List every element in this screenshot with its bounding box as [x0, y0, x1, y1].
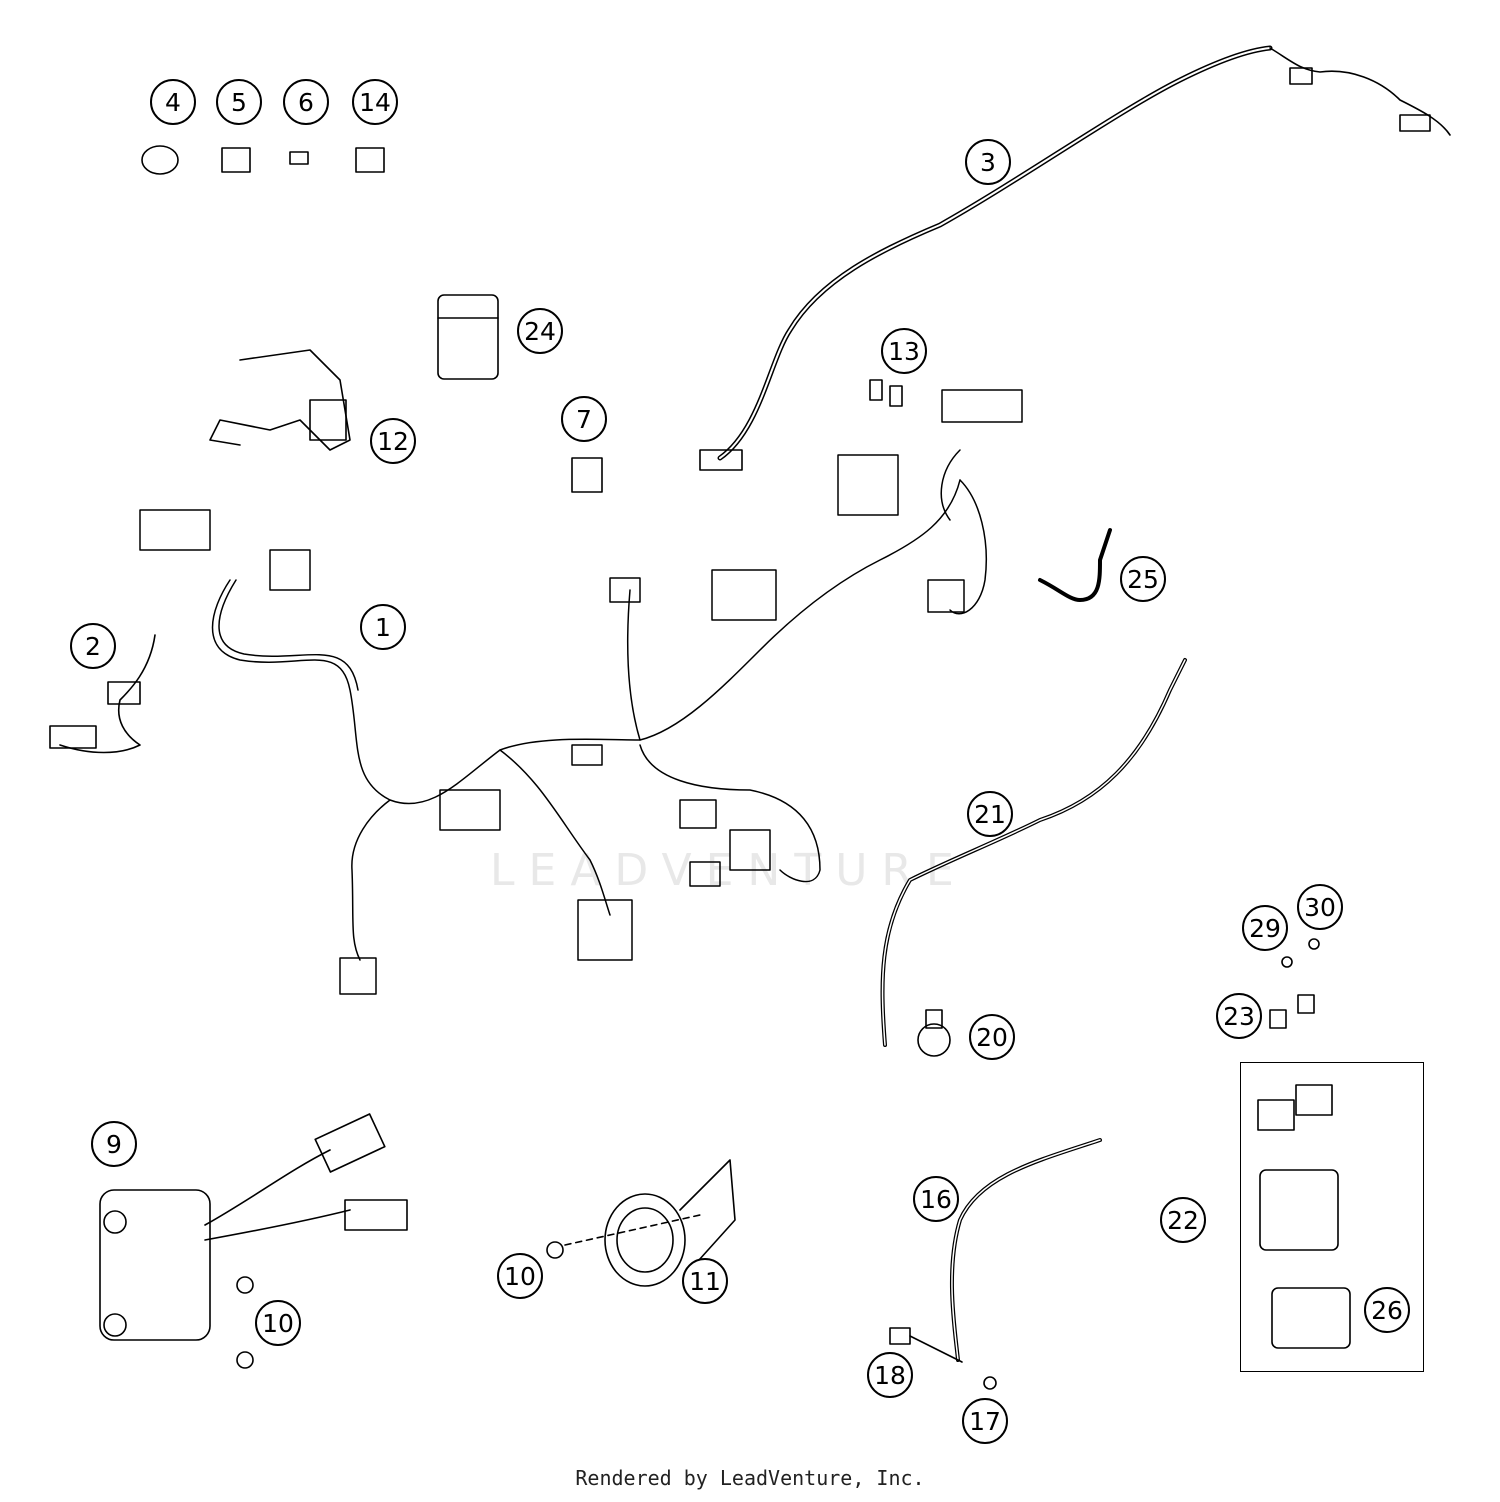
part-24-cover [437, 294, 499, 380]
part-13-terminals [869, 379, 903, 407]
callout-21: 21 [967, 791, 1013, 837]
callout-22: 22 [1160, 1197, 1206, 1243]
part-22-relay-kit [1257, 1084, 1351, 1349]
callout-6: 6 [283, 79, 329, 125]
callout-7: 7 [561, 396, 607, 442]
callout-13: 13 [881, 328, 927, 374]
callout-4: 4 [150, 79, 196, 125]
callout-11: 11 [682, 1258, 728, 1304]
part-9-regulator [99, 1113, 408, 1341]
callout-2: 2 [70, 623, 116, 669]
footer-credit: Rendered by LeadVenture, Inc. [575, 1466, 925, 1490]
callout-16: 16 [913, 1176, 959, 1222]
small-fasteners-top [141, 145, 385, 175]
part-10-bolt [236, 1351, 254, 1369]
callout-1: 1 [360, 604, 406, 650]
part-1-main-harness [139, 389, 1023, 995]
callout-3: 3 [965, 139, 1011, 185]
callout-10-regulator: 10 [255, 1300, 301, 1346]
part-10-bolt [236, 1276, 254, 1294]
callout-25: 25 [1120, 556, 1166, 602]
part-29-screw [1281, 956, 1293, 968]
callout-10-horn: 10 [497, 1253, 543, 1299]
part-18-bolt [889, 1327, 963, 1363]
part-17-washer [983, 1376, 997, 1390]
callout-18: 18 [867, 1352, 913, 1398]
part-16-cable [949, 1138, 1102, 1362]
callout-14: 14 [352, 79, 398, 125]
part-12-bracket [209, 349, 351, 451]
part-3-cable-harness [699, 45, 1451, 471]
part-21-cable [880, 658, 1187, 1047]
callout-29: 29 [1242, 905, 1288, 951]
callout-30: 30 [1297, 884, 1343, 930]
part-20-nut [917, 1009, 951, 1057]
part-7-relay [571, 457, 603, 493]
callout-9: 9 [91, 1121, 137, 1167]
callout-12: 12 [370, 418, 416, 464]
part-23-fuse [1297, 994, 1315, 1014]
callout-26: 26 [1364, 1287, 1410, 1333]
part-25-cable [1038, 528, 1112, 602]
part-23-fuse [1269, 1009, 1287, 1029]
callout-5: 5 [216, 79, 262, 125]
relay-kit-frame [1240, 1062, 1424, 1372]
part-2-sub-harness [49, 634, 156, 754]
callout-17: 17 [962, 1398, 1008, 1444]
callout-23: 23 [1216, 993, 1262, 1039]
callout-20: 20 [969, 1014, 1015, 1060]
part-30-screw [1308, 938, 1320, 950]
watermark-text: LEADVENTURE [490, 845, 968, 896]
part-11-horn [546, 1159, 736, 1287]
callout-24: 24 [517, 308, 563, 354]
